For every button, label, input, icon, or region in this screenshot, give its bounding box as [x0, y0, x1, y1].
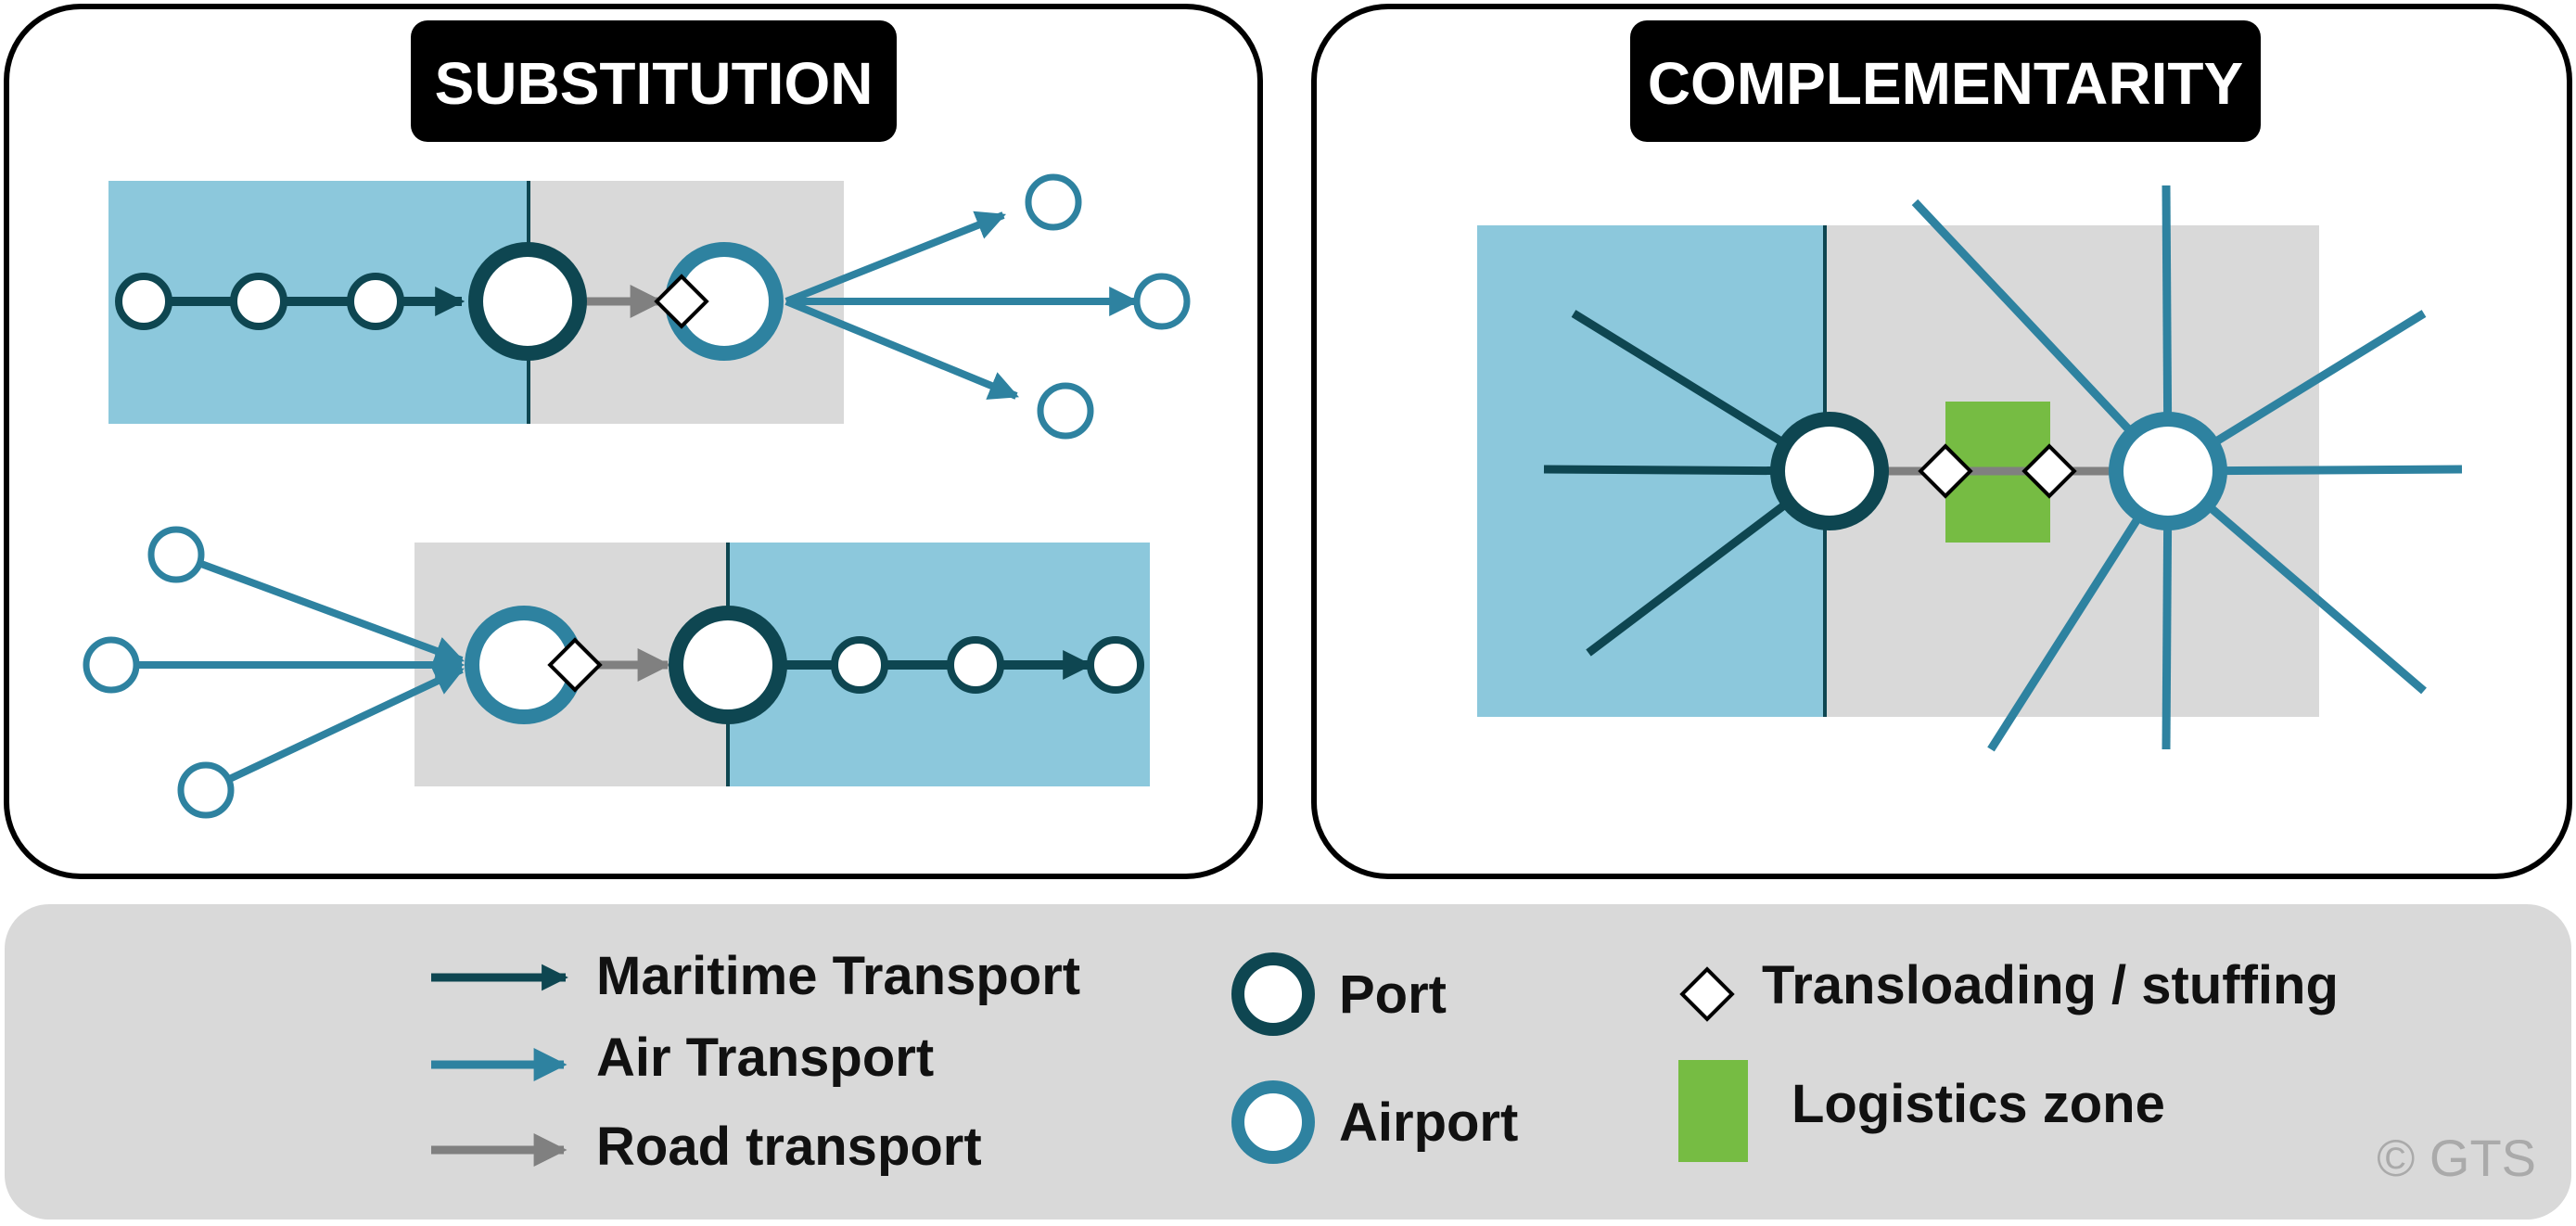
transloading-diamond: [2021, 443, 2077, 499]
legend-logistics-zone-swatch: [1678, 1060, 1748, 1162]
complementarity-panel: COMPLEMENTARITY: [1311, 4, 2572, 879]
complementarity-title-box: [1630, 20, 2261, 142]
port-node: [669, 606, 787, 724]
legend-transloading-label: Transloading / stuffing: [1762, 955, 2339, 1015]
air-origin: [147, 526, 205, 583]
legend-maritime-label: Maritime Transport: [596, 946, 1080, 1006]
complementarity-title: COMPLEMENTARITY: [1648, 50, 2243, 117]
maritime-stop: [347, 273, 404, 330]
legend-airport-label: Airport: [1339, 1092, 1518, 1153]
air-route: [1911, 198, 2172, 475]
legend-airport-icon: [1231, 1080, 1315, 1164]
maritime-stop: [831, 636, 888, 694]
air-origin: [177, 761, 235, 819]
copyright: © GTS: [2377, 1129, 2536, 1187]
substitution-top-scenario: [108, 173, 1191, 440]
legend-logistics-zone-label: Logistics zone: [1792, 1074, 2165, 1134]
legend-port-icon: [1231, 952, 1315, 1036]
maritime-stop: [230, 273, 287, 330]
legend: Maritime Transport Air Transport Road tr…: [5, 904, 2571, 1220]
air-origin: [83, 636, 140, 694]
air-destination: [1133, 273, 1191, 330]
legend-transloading-icon: [1679, 966, 1735, 1022]
legend-port-label: Port: [1339, 964, 1447, 1025]
air-route: [784, 211, 1006, 305]
port-node: [1770, 412, 1889, 530]
transloading-diamond: [547, 637, 603, 693]
legend-air-label: Air Transport: [596, 1028, 934, 1088]
port-node: [468, 242, 587, 361]
legend-road-label: Road transport: [596, 1117, 982, 1177]
air-route: [174, 551, 465, 666]
legend-background: [5, 904, 2571, 1220]
air-route: [204, 666, 465, 794]
air-route: [784, 298, 1019, 400]
airport-node: [2109, 412, 2227, 530]
air-destination: [1025, 173, 1082, 231]
substitution-title: SUBSTITUTION: [435, 50, 874, 117]
transloading-diamond: [654, 274, 709, 329]
substitution-panel: SUBSTITUTION: [4, 4, 1263, 879]
maritime-stop: [947, 636, 1004, 694]
maritime-stop: [1087, 636, 1144, 694]
maritime-stop: [115, 273, 172, 330]
substitution-bottom-scenario: [83, 526, 1150, 819]
air-destination: [1037, 382, 1094, 440]
substitution-title-box: [411, 20, 897, 142]
transloading-diamond: [1918, 443, 1973, 499]
